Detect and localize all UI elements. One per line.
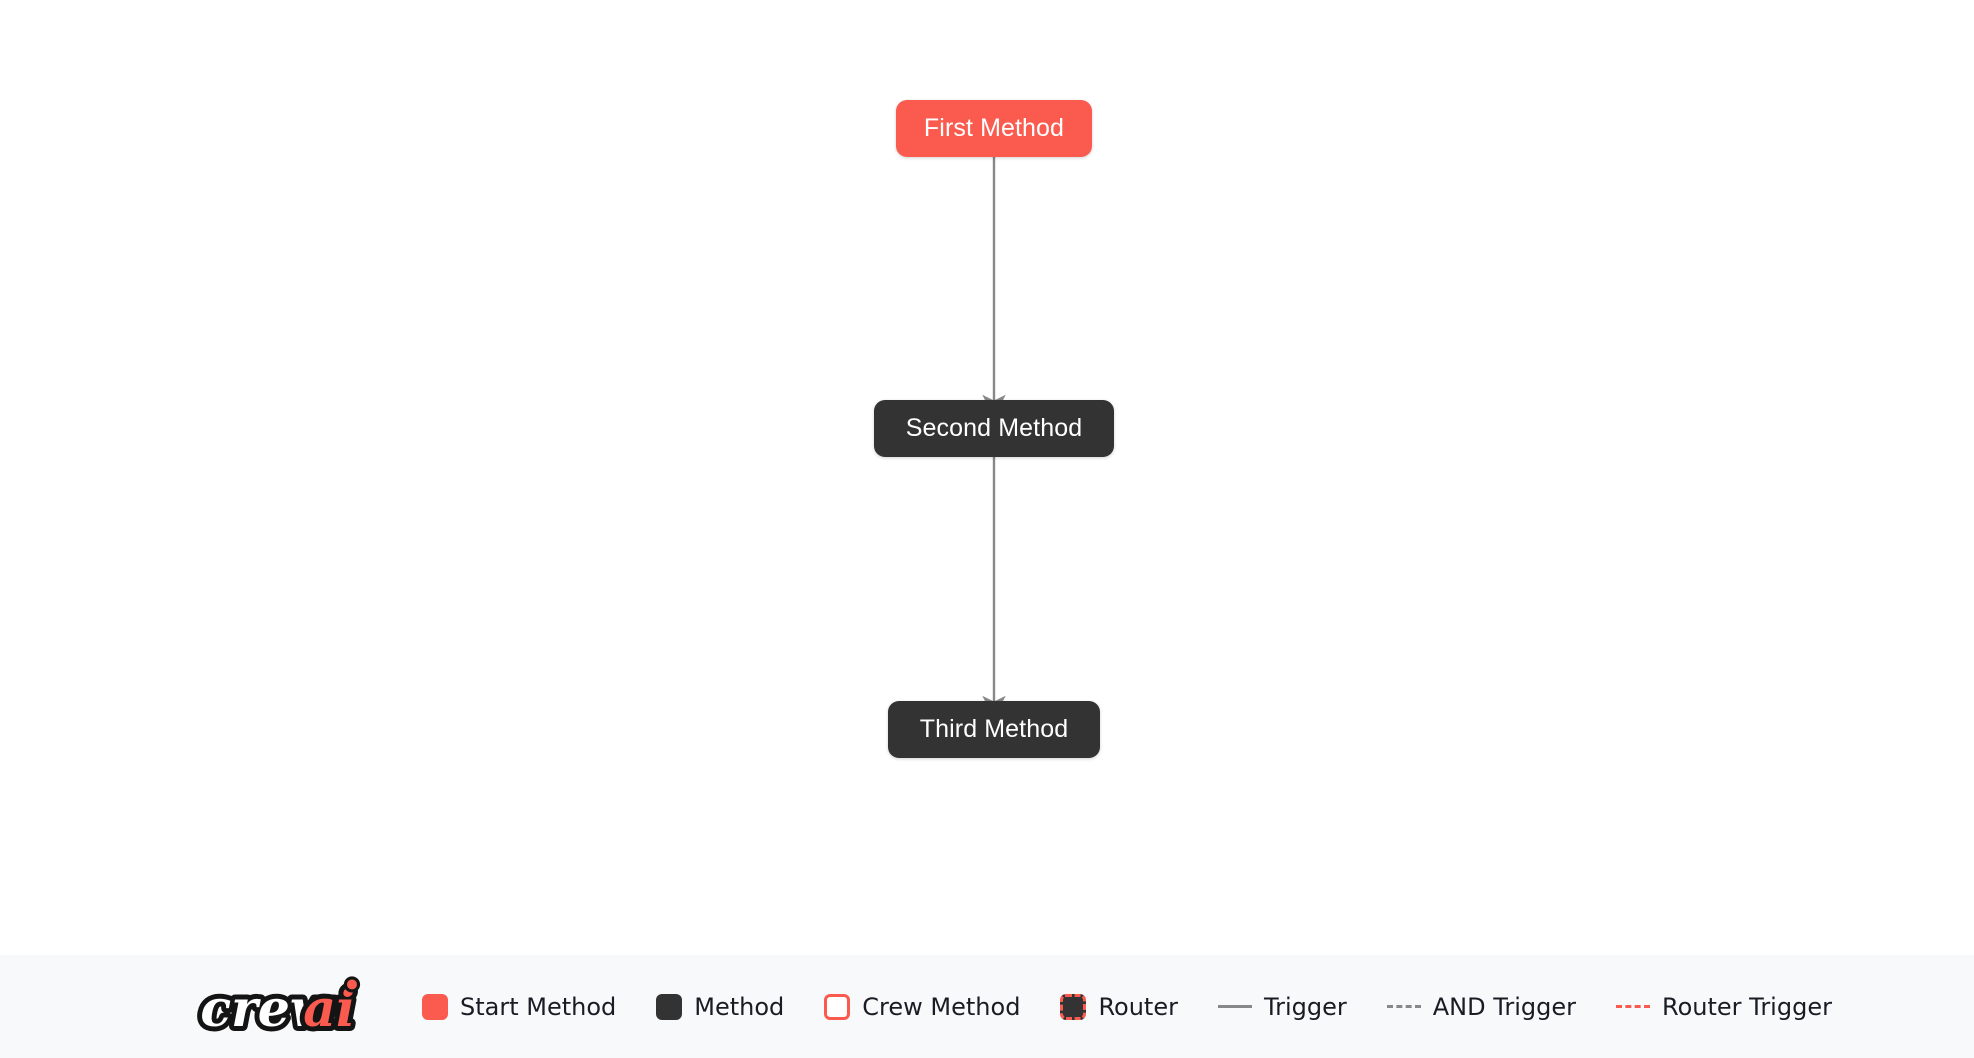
legend-router: Router <box>1060 993 1178 1021</box>
legend-start-method: Start Method <box>422 993 616 1021</box>
legend-method-swatch <box>656 993 683 1020</box>
legend-start-method-label: Start Method <box>460 992 617 1021</box>
legend-trigger-line <box>1217 1005 1252 1008</box>
legend-router-trigger-line <box>1616 1005 1651 1008</box>
legend-crew-method: Crew Method <box>824 993 1020 1021</box>
flow-node-label: First Method <box>923 114 1065 142</box>
flow-node-label: Second Method <box>905 414 1083 442</box>
legend-items: Start Method Method Crew Method Router Trigg… <box>422 993 1872 1021</box>
crewai-logo[interactable]: crew crew ai ai <box>196 970 378 1044</box>
legend-and-trigger: AND Trigger <box>1386 992 1577 1021</box>
legend-and-trigger-label: AND Trigger <box>1432 992 1577 1021</box>
legend-router-trigger: Router Trigger <box>1616 993 1832 1021</box>
legend-router-label: Router <box>1098 992 1178 1021</box>
crewai-logo-text-crew: crew <box>200 978 335 1037</box>
legend-router-swatch <box>1060 993 1087 1020</box>
crewai-logo-dot <box>347 978 357 989</box>
flow-node-first_method[interactable]: First Method <box>896 100 1092 157</box>
legend-router-trigger-label: Router Trigger <box>1662 992 1832 1021</box>
legend-and-trigger-line <box>1386 1005 1421 1008</box>
legend-trigger-label: Trigger <box>1263 992 1347 1021</box>
flow-node-second_method[interactable]: Second Method <box>874 400 1114 457</box>
legend-start-method-swatch <box>422 993 448 1020</box>
legend-crew-method-swatch <box>824 993 851 1020</box>
legend-crew-method-label: Crew Method <box>862 992 1021 1021</box>
crewai-logo-outline-crew: crew <box>200 978 335 1037</box>
legend-bar: crew crew ai ai Start Method Method Crew M… <box>0 955 1974 1058</box>
legend-method: Method <box>656 993 784 1021</box>
flow-node-label: Third Method <box>919 715 1069 743</box>
legend-trigger: Trigger <box>1217 992 1347 1021</box>
flow-node-third_method[interactable]: Third Method <box>888 701 1100 758</box>
legend-method-label: Method <box>694 992 785 1021</box>
